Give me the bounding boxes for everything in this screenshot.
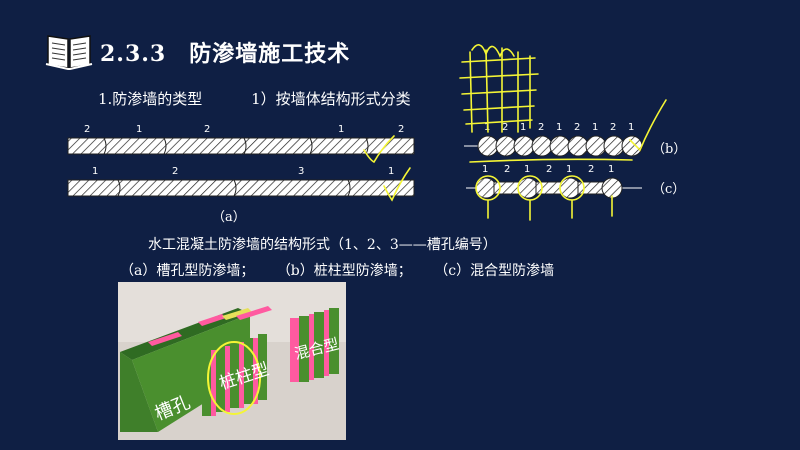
slot-number: 2 bbox=[504, 164, 511, 175]
wall-model-photo: 槽孔 桩柱型 混合型 bbox=[118, 282, 346, 440]
legend-mixed-type: （c）混合型防渗墙 bbox=[434, 263, 555, 279]
pile-number: 1 bbox=[592, 122, 599, 133]
section-subtitle: 1.防渗墙的类型 1）按墙体结构形式分类 bbox=[98, 88, 455, 109]
figure-b-pile-wall: 1 2 1 2 1 2 1 2 1 bbox=[464, 120, 644, 166]
subtitle-classification: 1）按墙体结构形式分类 bbox=[251, 90, 411, 108]
slot-number: 1 bbox=[388, 166, 395, 177]
pile-number: 2 bbox=[574, 122, 581, 133]
figure-a-label: （a） bbox=[212, 210, 246, 225]
pile-number: 1 bbox=[628, 122, 635, 133]
figure-legend: （a）槽孔型防渗墙； （b）桩柱型防渗墙； （c）混合型防渗墙 bbox=[120, 260, 572, 280]
slot-number: 3 bbox=[298, 166, 305, 177]
subtitle-type: 1.防渗墙的类型 bbox=[98, 90, 203, 108]
pile-number: 1 bbox=[566, 164, 573, 175]
pile-number: 1 bbox=[524, 164, 531, 175]
pile-number: 1 bbox=[608, 164, 615, 175]
legend-pile-type: （b）桩柱型防渗墙； bbox=[276, 263, 412, 279]
pile-number: 1 bbox=[482, 164, 489, 175]
open-book-icon bbox=[44, 30, 94, 72]
slot-number: 2 bbox=[204, 124, 211, 135]
pile-number: 1 bbox=[484, 122, 491, 133]
figure-a-row2-wall bbox=[67, 179, 415, 197]
figure-c-mixed-wall: 1 2 1 2 1 2 1 bbox=[466, 162, 646, 208]
pile-number: 2 bbox=[502, 122, 509, 133]
slot-number: 2 bbox=[172, 166, 179, 177]
legend-slot-type: （a）槽孔型防渗墙； bbox=[120, 263, 255, 279]
figure-c-label: （c） bbox=[652, 182, 686, 197]
figure-b-label: （b） bbox=[652, 142, 687, 157]
slot-number: 1 bbox=[338, 124, 345, 135]
pile-number: 2 bbox=[538, 122, 545, 133]
pile-number: 2 bbox=[610, 122, 617, 133]
pile-number: 1 bbox=[556, 122, 563, 133]
figure-a-row1-wall bbox=[67, 137, 415, 155]
figure-a-slot-wall: 2 1 2 1 2 1 2 3 1 bbox=[66, 124, 426, 206]
pile-number: 1 bbox=[520, 122, 527, 133]
slot-number: 1 bbox=[136, 124, 143, 135]
slot-number: 1 bbox=[92, 166, 99, 177]
slot-number: 2 bbox=[546, 164, 553, 175]
slot-number: 2 bbox=[398, 124, 405, 135]
figure-caption: 水工混凝土防渗墙的结构形式（1、2、3——槽孔编号） bbox=[148, 237, 497, 253]
slot-number: 2 bbox=[588, 164, 595, 175]
slot-number: 2 bbox=[84, 124, 91, 135]
slide-title: 2.3.3 防渗墙施工技术 bbox=[100, 41, 351, 67]
